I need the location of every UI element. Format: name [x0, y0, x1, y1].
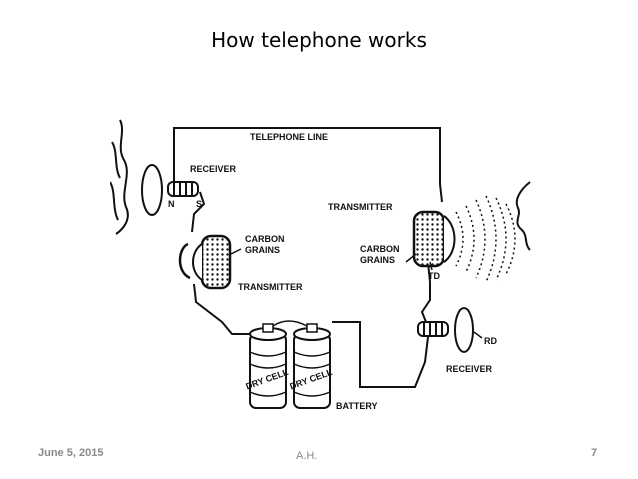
- right-face-illustration: [515, 181, 531, 251]
- label-carbon-left-2: GRAINS: [245, 245, 280, 255]
- label-receiver-left: RECEIVER: [190, 164, 237, 174]
- label-carbon-left-1: CARBON: [245, 234, 285, 244]
- telephone-circuit-diagram: DRY CELL DRY CELL: [110, 119, 531, 411]
- right-transmitter: [412, 210, 456, 268]
- left-receiver-magnet: [167, 181, 199, 197]
- left-receiver: [141, 164, 199, 216]
- label-transmitter-right: TRANSMITTER: [328, 202, 393, 212]
- left-carbon-grains: [200, 234, 232, 290]
- left-transmitter: [178, 234, 232, 290]
- label-carbon-right-1: CARBON: [360, 244, 400, 254]
- right-receiver-magnet: [417, 321, 449, 337]
- label-transmitter-left: TRANSMITTER: [238, 282, 303, 292]
- label-s: S: [196, 199, 202, 209]
- label-carbon-right-2: GRAINS: [360, 255, 395, 265]
- footer-date: June 5, 2015: [38, 447, 104, 459]
- right-receiver: [417, 307, 474, 353]
- right-carbon-grains: [412, 210, 446, 268]
- dry-cell-right: DRY CELL: [288, 323, 334, 409]
- dry-cell-left: DRY CELL: [244, 323, 290, 409]
- label-battery: BATTERY: [336, 401, 378, 411]
- label-telephone-line: TELEPHONE LINE: [250, 132, 328, 142]
- label-td: TD: [428, 271, 440, 281]
- page-number: 7: [591, 447, 598, 459]
- label-n: N: [168, 199, 175, 209]
- battery: DRY CELL DRY CELL: [244, 320, 334, 409]
- slide-title: How telephone works: [211, 28, 427, 52]
- footer-author: A.H.: [296, 450, 318, 462]
- circuit-wires: [173, 127, 443, 388]
- label-receiver-right: RECEIVER: [446, 364, 493, 374]
- right-receiver-diaphragm: [454, 307, 474, 353]
- label-rd: RD: [484, 336, 497, 346]
- pointer-arrows: [230, 248, 483, 339]
- left-head-illustration: [110, 119, 129, 235]
- sound-waves: [455, 195, 516, 283]
- left-receiver-diaphragm: [141, 164, 163, 216]
